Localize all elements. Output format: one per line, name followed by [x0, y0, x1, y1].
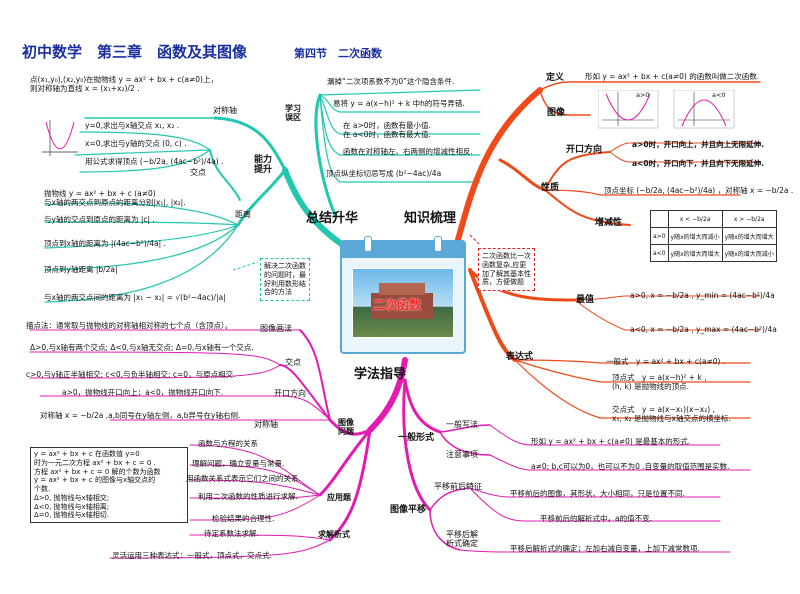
shift-feature-1: 平移前后的图像，其形状、大小相同，只是位置不同.	[510, 489, 685, 498]
expr-intercept: 交点式 y = a(x−x₁)(x−x₂) , x₁, x₂ 是抛物线与x轴交点…	[612, 405, 731, 423]
label-shift-feature: 平移前后特征	[434, 482, 482, 491]
method-axis-text: 对称轴 x = −b/2a ,a,b同号在y轴左侧，a,b异号在y轴右侧.	[40, 411, 241, 420]
dist-2: 与y轴的交点到原点的距离为 |c| .	[44, 215, 155, 224]
label-extreme: 最值	[576, 295, 595, 305]
center-card: 二次函数	[340, 236, 466, 354]
dist-4: 顶点到y轴距离 |b/2a|	[44, 265, 118, 274]
label-nature: 性质	[541, 183, 560, 193]
card-header-bar	[342, 242, 464, 258]
parabola-graphs	[598, 90, 735, 129]
mono-row1-1: y随x的增大而增大	[667, 244, 723, 262]
hub-method: 学法指导	[354, 367, 407, 382]
mono-head-1: x < −b/2a	[667, 210, 723, 228]
label-definition: 定义	[546, 73, 565, 83]
app-item-1: 理解问题，确立变量与常量.	[192, 459, 285, 468]
max-negative: a<0, x = −b/2a , y_max = (4ac−b²)/4a	[630, 325, 777, 334]
ring-right	[434, 236, 442, 252]
label-intersect: 交点	[190, 168, 206, 177]
label-axis: 对称轴	[213, 106, 237, 115]
shift-feature-2: 平移前后的解析式中，a的值不变.	[540, 514, 652, 523]
hub-knowledge: 知识梳理	[404, 211, 457, 226]
page-subtitle: 第四节 二次函数	[294, 47, 382, 60]
intersect-2: x=0,求出与y轴的交点 (0, c) .	[85, 139, 187, 148]
label-ability: 能力 提升	[254, 155, 273, 176]
intersect-1: y=0,求出与x轴交点 x₁, x₂ .	[85, 121, 180, 130]
app-item-3: 利用二次函数的性质进行求解.	[198, 492, 298, 501]
mono-row0-0: a>0	[650, 227, 669, 245]
label-write: 一般写法	[446, 420, 478, 429]
study-item-3: 在 a>0时，函数有最小值. 在 a<0时，函数有最大值.	[343, 121, 431, 139]
photo-roof	[379, 283, 425, 295]
label-shift: 图像平移	[390, 505, 427, 515]
mono-row0-2: y随x的增大而增大	[721, 227, 777, 245]
label-study-zone: 学习 误区	[285, 104, 301, 123]
note-box: 解决二次函数 的问题时，最 好利用数形结 合的方法	[260, 258, 310, 301]
dist-5: 与x轴的两交点间的距离为 |x₁ − x₂| = √(b²−4ac)/|a|	[44, 293, 226, 302]
monotonicity-table: x < −b/2a x > −b/2a a>0 y随x的增大而减小 y随x的增大…	[650, 210, 777, 262]
mono-head-0	[650, 210, 669, 228]
mono-row1-0: a<0	[650, 244, 669, 262]
graph-label-a-pos: a>0	[636, 91, 650, 99]
label-graph-problem: 图像 问题	[338, 418, 354, 437]
open-positive: a>0时，开口向上，并且向上无限延伸.	[632, 140, 764, 149]
ring-left	[364, 236, 372, 252]
axis-text: 点(x₁,y₀),(x₂,y₀)在抛物线 y = ax² + bx + c(a≠…	[30, 75, 218, 93]
label-method-intersect: 交点	[285, 358, 301, 367]
mini-parabola-graph	[42, 120, 78, 156]
center-title: 二次函数	[373, 298, 422, 312]
study-item-2: 易将 y = a(x−h)² + k 中h的符号弄错.	[333, 99, 465, 108]
study-item-5: 顶点纵坐标切忌写成 (b²−4ac)/4a	[326, 169, 442, 178]
photo-building	[371, 293, 433, 319]
expr-vertex: 顶点式 y = a(x−h)² + k , (h, k) 是抛物线的顶点.	[612, 373, 707, 391]
intersect-item-2: c>0,与y轴正半轴相交; c<0,与负半轴相交; c=0，与原点相交.	[26, 370, 236, 379]
label-shift-determine: 平移后解 析式确定	[446, 530, 478, 549]
graph-label-a-neg: a<0	[712, 91, 726, 99]
intersect-3: 用公式求得顶点 (−b/2a, (4ac−b²)/4a) .	[85, 157, 224, 166]
label-monotonicity: 增减性	[595, 218, 623, 228]
mono-head-2: x > −b/2a	[721, 210, 777, 228]
label-distance: 距离	[235, 210, 251, 219]
knowledge-note: 二次函数比一次 函数复杂,应更 加了解其基本性 质，方便做题	[478, 248, 535, 291]
open-text: a>0，抛物线开口向上；a<0，抛物线开口向下.	[62, 388, 224, 397]
page-title: 初中数学 第三章 函数及其图像	[22, 43, 248, 61]
intersect-item-1: Δ>0,与x轴有两个交点; Δ<0,与x轴无交点; Δ=0,与x轴有一个交点.	[30, 343, 254, 352]
shift-determine-text: 平移后解析式的确定；左加右减自变量，上加下减常数项.	[510, 544, 700, 553]
label-general-form: 一般形式	[398, 433, 435, 443]
eq-relation: 函数与方程的关系	[198, 439, 258, 448]
app-item-4: 检验结果的合理性.	[212, 514, 275, 523]
open-negative: a<0时，开口向下，并且向下无限延伸.	[632, 159, 764, 168]
vertex-text: 顶点坐标 (−b/2a, (4ac−b²)/4a) ，对称轴 x = −b/2a…	[604, 186, 794, 195]
expr-general: 一般式 y = ax² + bx + c(a≠0) .	[606, 357, 726, 366]
write-text: 形如 y = ax² + bx + c(a≠0) 是最基本的形式.	[531, 437, 691, 446]
hub-review: 总结升华	[306, 211, 359, 226]
mono-row1-2: y随x的增大而减小	[721, 244, 777, 262]
definition-text: 形如 y = ax² + bx + c(a≠0) 的函数叫做二次函数.	[585, 72, 760, 81]
dist-3: 顶点到x轴的距离为 |(4ac−b²)/4a| .	[44, 239, 166, 248]
label-graph: 图像	[547, 108, 566, 118]
max-positive: a>0, x = −b/2a , y_min = (4ac−b²)/4a	[630, 291, 775, 300]
formula-item-2: 灵活运用三种表达式：一般式，顶点式，交点式.	[112, 551, 272, 560]
label-draw: 图像画法	[260, 324, 292, 333]
study-item-4: 函数在对称轴左、右两侧的增减性相反.	[343, 147, 473, 156]
eq-box: y = ax² + bx + c 在函数值 y=0 时为一元二次方程 ax² +…	[30, 447, 188, 523]
label-open-direction: 开口方向	[566, 145, 603, 155]
label-expression: 表达式	[506, 352, 534, 362]
study-item-1: 漏掉“二次项系数不为0”这个隐含条件.	[327, 77, 455, 86]
label-formula: 求解析式	[318, 530, 350, 539]
app-item-2: 用函数关系式表示它们之间的关系.	[186, 474, 301, 483]
label-method-open: 开口方向	[274, 389, 306, 398]
label-application: 应用题	[327, 493, 351, 502]
label-notice: 注意事项	[446, 450, 478, 459]
draw-method: 描点法：通常取与抛物线的对称轴相对称的七个点（含顶点）。	[26, 321, 233, 330]
notice-text: a≠0; b,c可以为0，也可以不为0 .自变量的取值范围是实数.	[531, 462, 730, 471]
dist-1: 抛物线 y = ax² + bx + c (a≠0) 与x轴的两交点到原点的距离…	[44, 189, 186, 207]
scenery-photo: 二次函数	[352, 268, 454, 338]
label-method-axis: 对称轴	[254, 420, 278, 429]
mono-row0-1: y随x的增大而减小	[667, 227, 723, 245]
formula-item-1: 待定系数法求解.	[204, 529, 259, 538]
